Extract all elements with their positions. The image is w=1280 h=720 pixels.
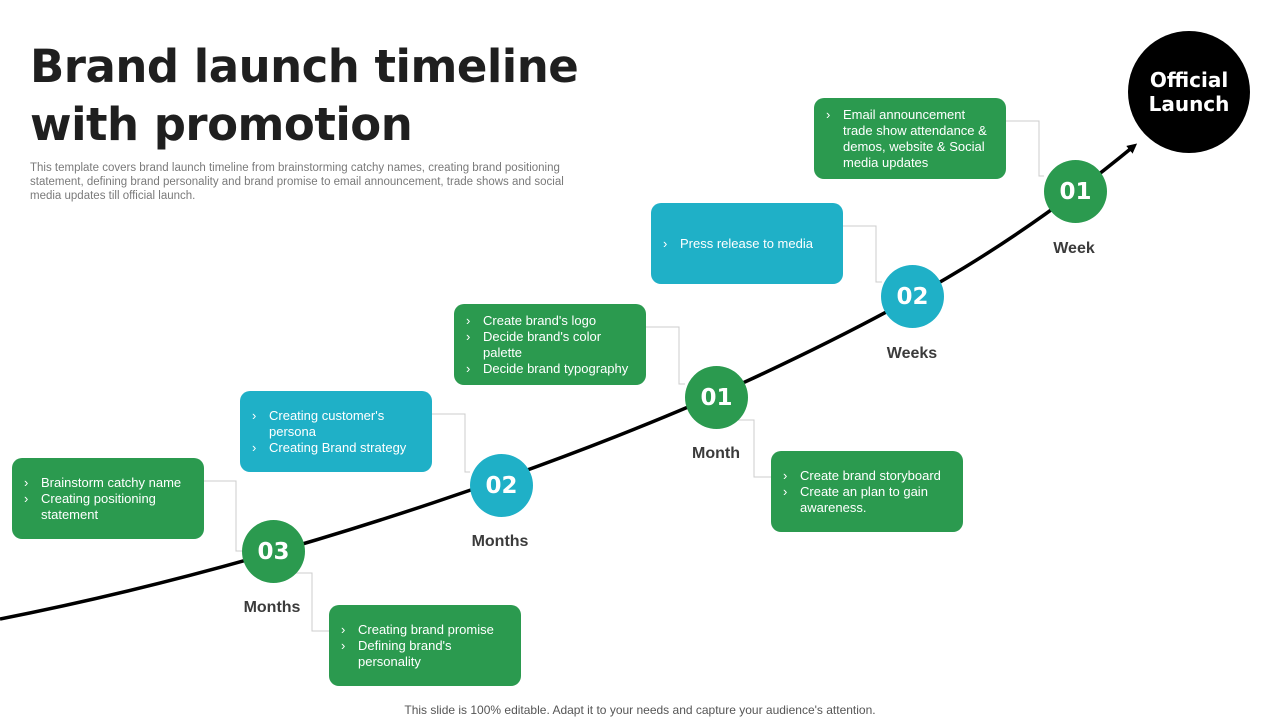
milestone-unit-label: Months [243, 599, 301, 616]
milestone-unit-label: Weeks [886, 345, 938, 362]
milestone-node-01-month: 01 [685, 366, 748, 429]
launch-label-line-1: Official [1149, 68, 1229, 92]
task-item: Create brand storyboard [783, 468, 953, 484]
milestone-unit-label: Week [1053, 240, 1095, 257]
task-box-brainstorm: Brainstorm catchy name Creating position… [12, 458, 204, 539]
connector-line [646, 326, 685, 385]
connector-line [204, 480, 242, 552]
task-item: Decide brand's color palette [466, 329, 636, 361]
slide-title: Brand launch timeline with promotion [30, 38, 590, 154]
milestone-node-03-months: 03 [242, 520, 305, 583]
connector-line [843, 225, 882, 283]
title-line-2: with promotion [30, 98, 413, 151]
task-item: Email announcement trade show attendance… [826, 107, 996, 171]
slide-subtitle: This template covers brand launch timeli… [30, 162, 564, 202]
task-item: Create an plan to gain awareness. [783, 484, 953, 516]
task-item: Creating positioning statement [24, 491, 194, 523]
task-box-brand-storyboard: Create brand storyboard Create an plan t… [771, 451, 963, 532]
milestone-node-01-week: 01 [1044, 160, 1107, 223]
milestone-unit-label: Month [692, 445, 740, 462]
task-box-press-release: Press release to media [651, 203, 843, 284]
milestone-node-02-months: 02 [470, 454, 533, 517]
task-box-customer-persona: Creating customer's persona Creating Bra… [240, 391, 432, 472]
official-launch-circle: Official Launch [1128, 31, 1250, 153]
task-box-email-announcement: Email announcement trade show attendance… [814, 98, 1006, 179]
slide-footer: This slide is 100% editable. Adapt it to… [404, 703, 876, 717]
task-item: Brainstorm catchy name [24, 475, 194, 491]
launch-label-line-2: Launch [1148, 92, 1230, 116]
task-item: Defining brand's personality [341, 638, 511, 670]
task-box-brand-promise: Creating brand promise Defining brand's … [329, 605, 521, 686]
task-box-brand-logo: Create brand's logo Decide brand's color… [454, 304, 646, 385]
task-item: Decide brand typography [466, 361, 636, 377]
connector-line [432, 413, 470, 473]
task-item: Creating customer's persona [252, 408, 422, 440]
milestone-node-02-weeks: 02 [881, 265, 944, 328]
task-item: Create brand's logo [466, 313, 636, 329]
milestone-unit-label: Months [471, 533, 529, 550]
connector-line [1006, 120, 1044, 177]
task-item: Press release to media [663, 236, 833, 252]
task-item: Creating Brand strategy [252, 440, 422, 456]
task-item: Creating brand promise [341, 622, 511, 638]
title-line-1: Brand launch timeline [30, 40, 579, 93]
